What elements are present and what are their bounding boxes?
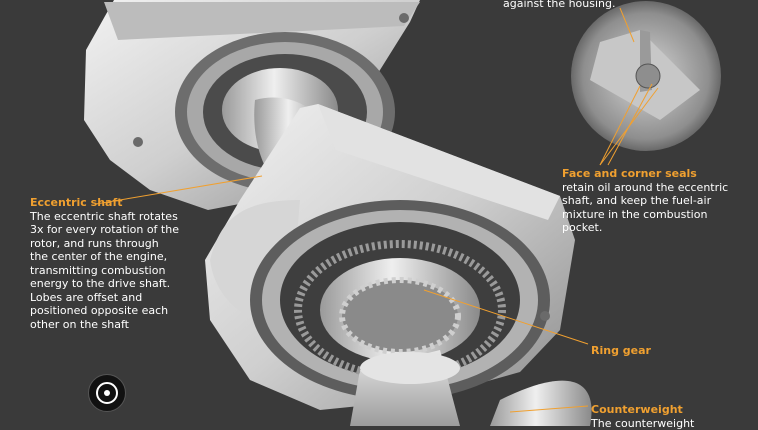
housing-note-label: against the housing. (503, 0, 703, 11)
eccentric-shaft-text: The eccentric shaft rotates 3x for every… (30, 210, 180, 332)
seal-inset (571, 1, 721, 151)
face-corner-seals-heading: Face and corner seals (562, 167, 732, 181)
housing-note-text: against the housing. (503, 0, 703, 11)
ring-gear-heading: Ring gear (591, 344, 651, 358)
face-corner-seals-text: retain oil around the eccentric shaft, a… (562, 181, 732, 235)
ring-gear-label: Ring gear (591, 344, 651, 358)
eccentric-shaft-heading: Eccentric shaft (30, 196, 180, 210)
counterweight-heading: Counterweight (591, 403, 751, 417)
face-corner-seals-label: Face and corner seals retain oil around … (562, 167, 732, 235)
engine-logo-icon (88, 374, 126, 412)
eccentric-shaft-label: Eccentric shaft The eccentric shaft rota… (30, 196, 180, 331)
counterweight-text: The counterweight (591, 417, 751, 430)
